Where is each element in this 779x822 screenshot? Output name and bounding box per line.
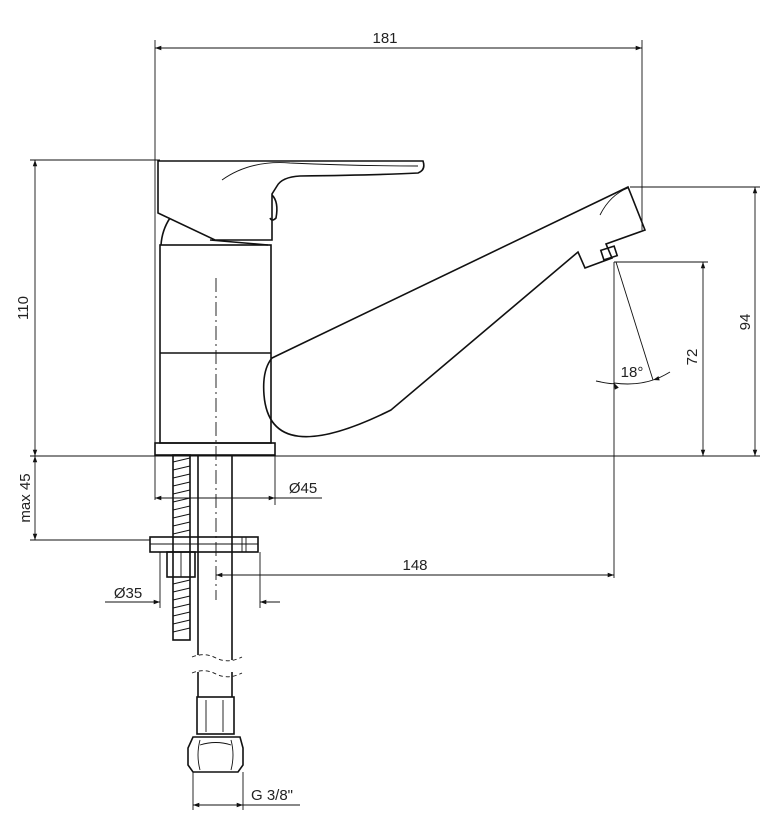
dim-spout-height: 94 (630, 186, 760, 457)
faucet-body (154, 244, 276, 456)
dim-reach: 148 (216, 262, 615, 578)
dim-total-width: 181 (154, 30, 643, 500)
dim-outlet-height: 72 (614, 261, 708, 457)
dim-max45-label: max 45 (17, 473, 34, 522)
dim-height: 110 (15, 159, 160, 457)
dim-base-diameter: Ø45 (155, 455, 322, 505)
dim-hole-diameter: Ø35 (105, 552, 280, 608)
dim-d35-label: Ø35 (114, 585, 142, 602)
dim-angle: 18° (595, 261, 671, 390)
mounting-hardware (149, 454, 259, 641)
dim-72-label: 72 (684, 349, 701, 366)
dim-18deg-label: 18° (621, 364, 644, 381)
lever-handle (157, 160, 425, 246)
supply-hose (187, 455, 244, 773)
dim-94-label: 94 (737, 314, 754, 331)
dim-110-label: 110 (15, 296, 32, 320)
dim-d45-label: Ø45 (289, 480, 317, 497)
dim-g38-label: G 3/8" (251, 787, 293, 804)
dim-connection: G 3/8" (192, 772, 300, 810)
dim-148-label: 148 (402, 557, 427, 574)
dim-max-mount: max 45 (17, 455, 150, 541)
dim-181-label: 181 (372, 30, 397, 47)
spout (262, 185, 647, 438)
